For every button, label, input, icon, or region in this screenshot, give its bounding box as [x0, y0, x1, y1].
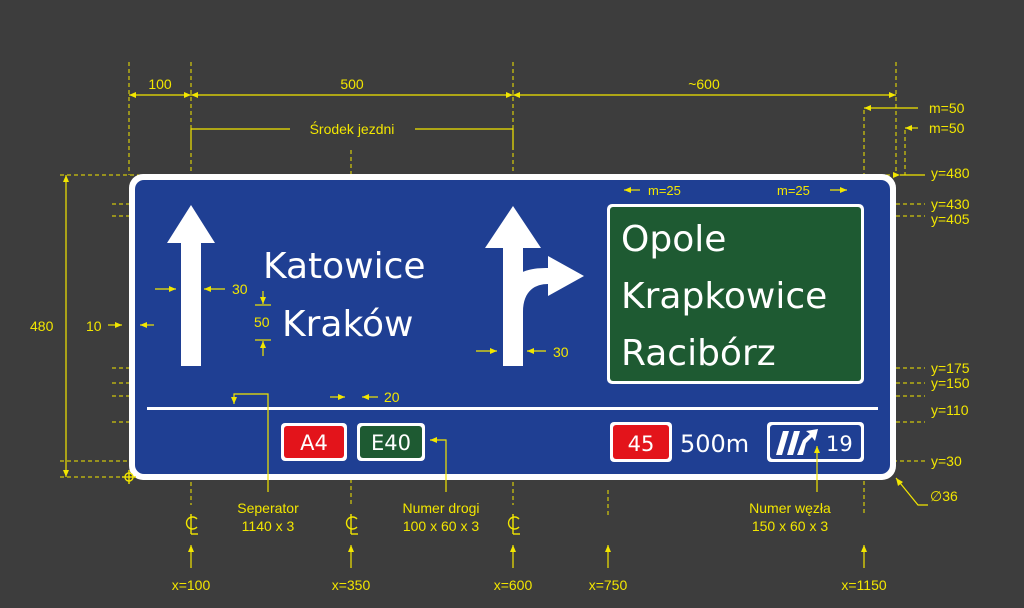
y-level-150: y=150 [931, 375, 970, 391]
x-level-100: x=100 [172, 577, 211, 593]
y-level-405: y=405 [931, 211, 970, 227]
dim-100: 100 [148, 76, 172, 92]
inner-margin-label-1: m=25 [648, 183, 681, 198]
svg-text:A4: A4 [300, 431, 328, 455]
centerline-icon [345, 514, 358, 535]
annotation-junction-detail: 150 x 60 x 3 [752, 518, 828, 534]
svg-text:19: 19 [826, 432, 853, 456]
direction-panel [610, 207, 861, 381]
height-label: 480 [30, 318, 54, 334]
city-krakow: Kraków [282, 304, 414, 345]
x-level-750: x=750 [589, 577, 628, 593]
x-level-1150: x=1150 [841, 577, 886, 593]
straight-arrow-icon [167, 205, 215, 366]
svg-text:E40: E40 [371, 431, 411, 455]
gap-label-3: 20 [384, 389, 400, 405]
annotation-road-number-title: Numer drogi [402, 500, 479, 516]
gap-label-2: 30 [553, 344, 569, 360]
city-raciborz: Racibórz [621, 333, 776, 374]
junction-box: 19 [767, 422, 864, 462]
straight-right-arrow-icon [485, 206, 584, 366]
centerline-icon [507, 514, 520, 535]
margin-label-2: m=50 [929, 120, 965, 136]
dimension-arrowheads [63, 92, 912, 552]
y-level-430: y=430 [931, 196, 970, 212]
dim-500: 500 [340, 76, 364, 92]
junction-exit-icon [776, 429, 818, 455]
distance-label: 500m [680, 430, 749, 458]
separator-line [147, 407, 878, 410]
x-level-600: x=600 [494, 577, 533, 593]
svg-text:45: 45 [628, 432, 655, 456]
annotation-road-number-detail: 100 x 60 x 3 [403, 518, 479, 534]
road-number-45: 45 [610, 422, 672, 462]
city-opole: Opole [621, 219, 726, 260]
road-number-e40: E40 [357, 423, 425, 461]
y-level-175: y=175 [931, 360, 970, 376]
inner-margin-label-2: m=25 [777, 183, 810, 198]
annotation-separator-detail: 1140 x 3 [242, 518, 295, 534]
gap-label-1: 30 [232, 281, 248, 297]
y-level-110: y=110 [931, 402, 969, 418]
centerline-icon [185, 514, 198, 535]
diameter-label: ∅36 [930, 488, 958, 504]
x-level-350: x=350 [332, 577, 371, 593]
city-katowice: Katowice [263, 246, 426, 287]
left-gap-label: 10 [86, 318, 102, 334]
city-krapkowice: Krapkowice [621, 276, 827, 317]
y-level-480: y=480 [931, 165, 970, 181]
annotation-junction-title: Numer węzła [749, 500, 831, 516]
margin-label-1: m=50 [929, 100, 965, 116]
dim-600: ~600 [688, 76, 720, 92]
annotation-separator-title: Seperator [237, 500, 299, 516]
spacing-label: 50 [254, 314, 270, 330]
center-label: Środek jezdni [310, 120, 395, 137]
y-level-30: y=30 [931, 453, 962, 469]
road-number-a4: A4 [281, 423, 347, 461]
centerline-symbols [122, 470, 520, 535]
origin-marker [122, 470, 136, 484]
